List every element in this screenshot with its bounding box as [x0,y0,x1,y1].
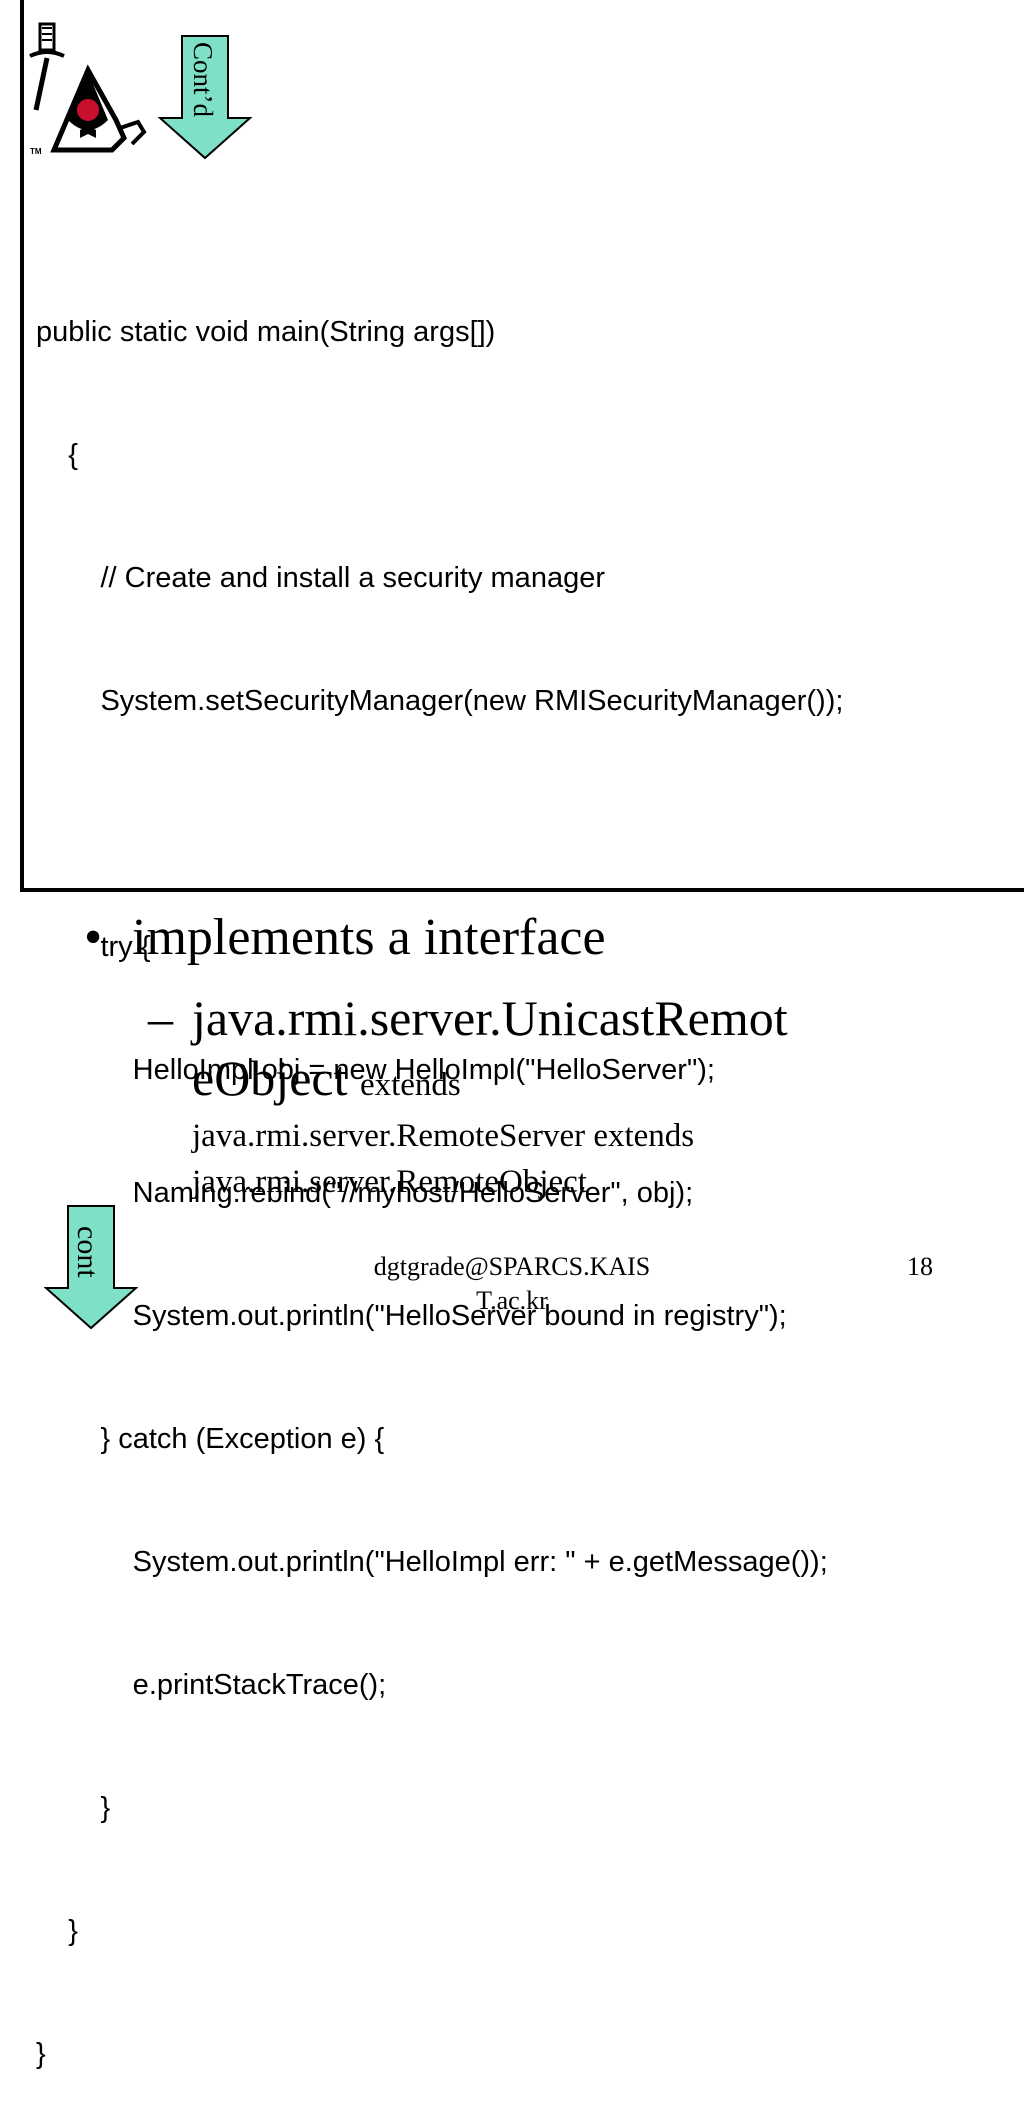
code-line: System.out.println("HelloImpl err: " + e… [36,1546,828,1578]
code-line: public static void main(String args[]) [36,316,496,348]
contd-arrow[interactable]: Cont’d [157,34,254,162]
sub-bullet-line-3: java.rmi.server.RemoteServer extends [192,1118,695,1154]
code-line: e.printStackTrace(); [36,1669,387,1701]
footer-line-1: dgtgrade@SPARCS.KAIS [373,1252,651,1281]
sub-bullet-line-2-big: eObject [192,1050,348,1106]
code-line: System.setSecurityManager(new RMISecurit… [36,685,844,717]
sub-bullet-line-2-small: extends [359,1067,461,1103]
page-number: 18 [907,1252,933,1281]
code-line: { [36,439,78,471]
cont-arrow[interactable]: cont [43,1204,139,1332]
down-arrow-icon [43,1205,139,1330]
sub-bullet-line-4: java.rmi.server.RemoteObject [192,1164,587,1200]
footer-line-2: T.ac.kr [476,1286,548,1315]
code-line: try { [36,931,151,963]
java-duke-logo: TM [29,22,147,156]
sub-bullet-dash: – [148,990,173,1046]
code-line: // Create and install a security manager [36,562,605,594]
sub-bullet-line-2: eObject extends [192,1048,461,1115]
code-line [36,804,843,845]
down-arrow-icon [157,35,253,160]
code-line: } catch (Exception e) { [36,1423,385,1455]
code-line: HelloImpl obj = new HelloImpl("HelloServ… [36,1054,715,1086]
bullet-item: • implements a interface [84,906,606,970]
bullet-marker: • [84,909,103,966]
code-line: Naming.rebind("//myhost/HelloServer", ob… [36,1177,694,1209]
code-line: System.out.println("HelloServer bound in… [36,1300,787,1332]
cont-arrow-label: cont [71,1226,104,1278]
sub-bullet-line-1: java.rmi.server.UnicastRemot [192,990,788,1046]
code-line: } [36,1915,78,1947]
svg-text:TM: TM [30,147,42,156]
contd-arrow-label: Cont’d [188,42,218,118]
code-panel [20,0,1024,892]
bullet-text: implements a interface [132,909,606,966]
code-line: } [36,1792,111,1824]
code-line: } [36,2038,46,2070]
footer-email: dgtgrade@SPARCS.KAIS T.ac.kr [352,1250,672,1318]
